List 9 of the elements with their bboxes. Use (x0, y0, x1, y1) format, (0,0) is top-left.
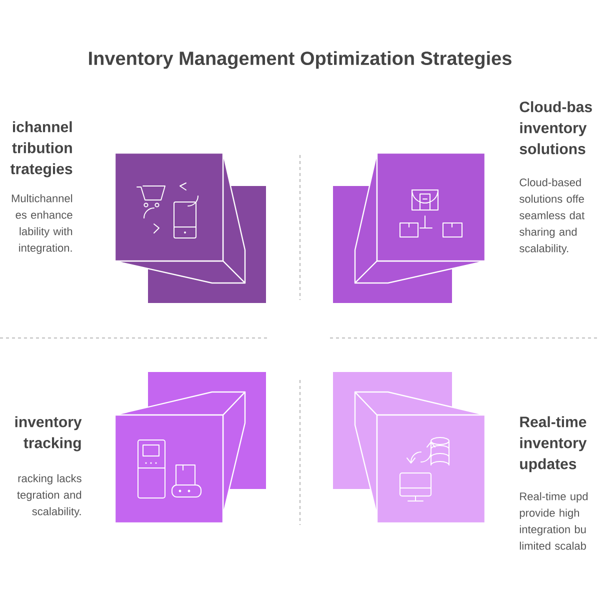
heading: Real-time inventory updates (520, 416, 587, 472)
description: Cloud-based solutions offe seamless dat sharing and scalability. (520, 178, 585, 254)
heading: Cloud-bas inventory solutions (520, 101, 592, 154)
title: Inventory Management Optimization Strategies (89, 51, 512, 69)
heading: inventory tracking (15, 416, 82, 452)
description: Real-time upd provide high integration bu limited scalab (520, 492, 588, 550)
description: racking lacks tegration and scalability. (17, 474, 82, 518)
heading: ichannel tribution trategies (10, 121, 72, 178)
description: Multichannel es enhance lability with integration. (12, 194, 72, 254)
